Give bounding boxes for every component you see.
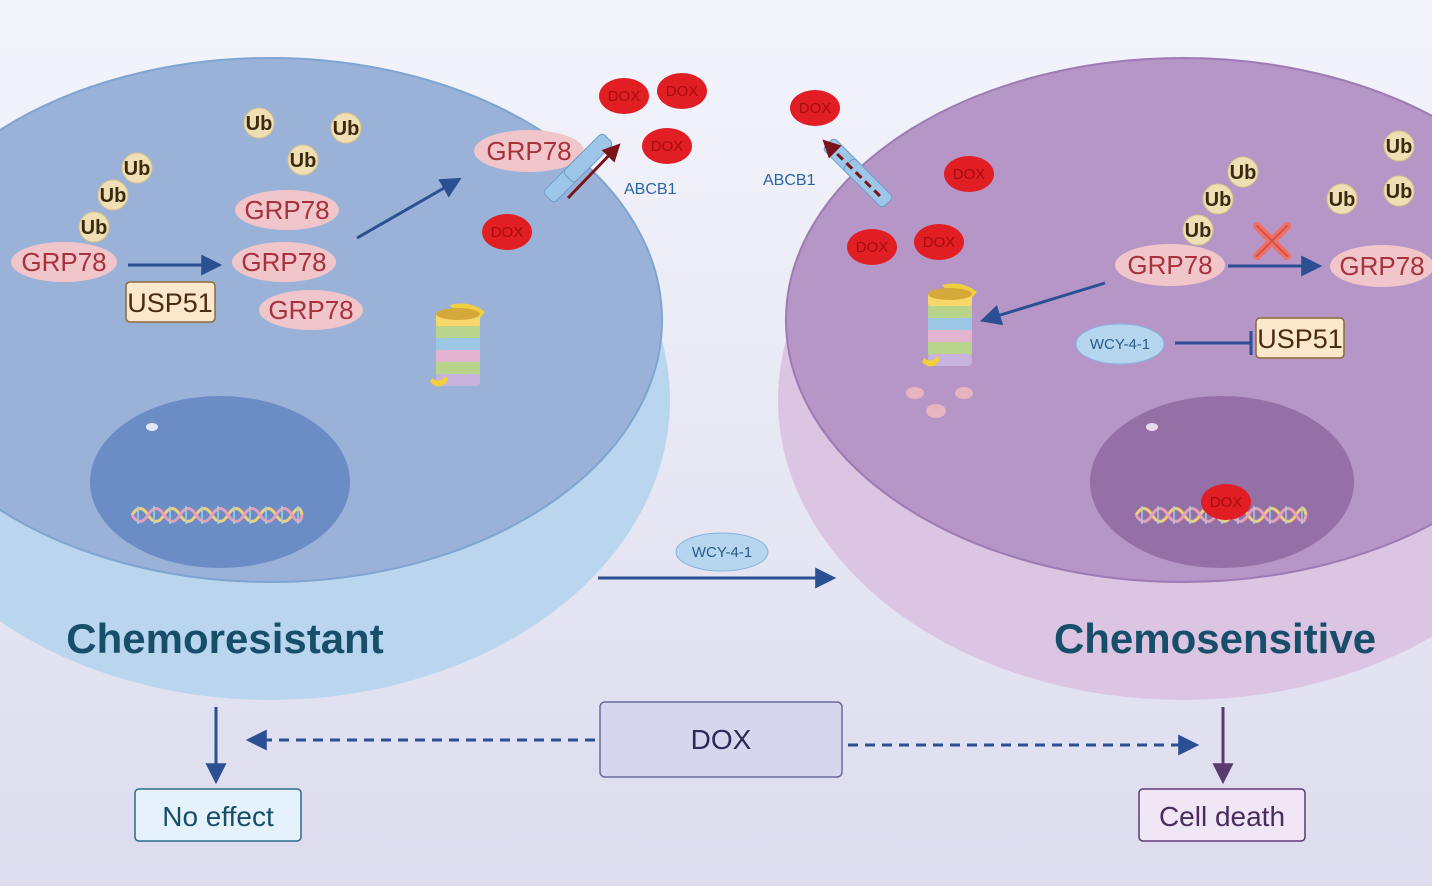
grp78-label: GRP78 [1339, 251, 1424, 281]
grp78-label: GRP78 [244, 195, 329, 225]
grp78-membrane-protein [474, 130, 584, 172]
usp51-box [125, 281, 216, 323]
usp51-label: USP51 [127, 288, 213, 318]
cell-death-box [1138, 788, 1306, 842]
dox-molecule [482, 214, 532, 250]
right-ub-chain: Ub Ub Ub [1182, 156, 1259, 246]
ub-label: Ub [1230, 162, 1257, 184]
grp78-protein [11, 242, 117, 282]
dox-label: DOX [608, 88, 641, 105]
grp78-label: GRP78 [486, 136, 571, 166]
ub-label: Ub [1386, 181, 1413, 203]
wcy-label: WCY-4-1 [692, 544, 752, 561]
dox-treatment-label: DOX [691, 724, 752, 755]
abcb1-label: ABCB1 [624, 181, 677, 198]
ub-label: Ub [1185, 220, 1212, 242]
grp78-protein [259, 290, 363, 330]
dox-molecule [657, 73, 707, 109]
dox-molecule [1201, 484, 1251, 520]
dox-molecule [599, 78, 649, 114]
wcy-label: WCY-4-1 [1090, 336, 1150, 353]
grp78-label: GRP78 [268, 295, 353, 325]
free-ub-right: Ub Ub Ub [1326, 130, 1415, 215]
ub-label: Ub [1205, 189, 1232, 211]
ub-label: Ub [124, 158, 151, 180]
degradation-arrow [979, 281, 1106, 326]
left-dna-icon [130, 506, 304, 524]
dox-label: DOX [923, 234, 956, 251]
abcb1-label: ABCB1 [763, 172, 816, 189]
dox-label: DOX [666, 83, 699, 100]
usp51-label: USP51 [1257, 324, 1343, 354]
left-abcb1-transporter [543, 133, 613, 203]
grp78-protein [232, 242, 336, 282]
dox-molecule [914, 224, 964, 260]
grp78-label: GRP78 [21, 247, 106, 277]
left-proteasome-icon [430, 303, 485, 387]
left-ub-chain: Ub Ub Ub [78, 152, 153, 243]
ub-label: Ub [81, 217, 108, 239]
dox-molecule [847, 229, 897, 265]
grp78-protein [235, 190, 339, 230]
dox-molecule [790, 90, 840, 126]
free-ub-left: Ub Ub Ub [243, 107, 362, 176]
ub-label: Ub [1386, 136, 1413, 158]
chemosensitive-title: Chemosensitive [1054, 615, 1376, 662]
wcy-treatment-molecule [675, 532, 769, 572]
dox-label: DOX [651, 138, 684, 155]
ub-label: Ub [246, 113, 273, 135]
ub-label: Ub [290, 150, 317, 172]
dox-label: DOX [953, 166, 986, 183]
dox-treatment-box [599, 701, 843, 778]
right-proteasome-icon [922, 283, 977, 367]
blocked-x-icon [1253, 222, 1291, 260]
dox-label: DOX [491, 224, 524, 241]
left-nucleus [90, 396, 350, 568]
grp78-label: GRP78 [241, 247, 326, 277]
wcy-molecule [1075, 323, 1165, 365]
grp78-protein [1115, 244, 1225, 286]
translocation-arrow [356, 177, 462, 240]
ub-label: Ub [1329, 189, 1356, 211]
efflux-arrow [566, 143, 621, 200]
usp51-box [1255, 317, 1345, 359]
chemoresistant-title: Chemoresistant [66, 615, 383, 662]
no-effect-box [134, 788, 302, 842]
dox-molecule [642, 128, 692, 164]
no-effect-label: No effect [162, 801, 274, 832]
dox-label: DOX [1210, 494, 1243, 511]
degraded-fragments [906, 387, 973, 418]
grp78-protein [1330, 245, 1432, 287]
grp78-label: GRP78 [1127, 250, 1212, 280]
dox-label: DOX [856, 239, 889, 256]
ub-label: Ub [100, 185, 127, 207]
chemoresistant-cell [0, 57, 670, 700]
dox-label: DOX [799, 100, 832, 117]
cell-death-label: Cell death [1159, 801, 1285, 832]
dox-molecule [944, 156, 994, 192]
ub-label: Ub [333, 118, 360, 140]
right-nucleus [1090, 396, 1354, 568]
